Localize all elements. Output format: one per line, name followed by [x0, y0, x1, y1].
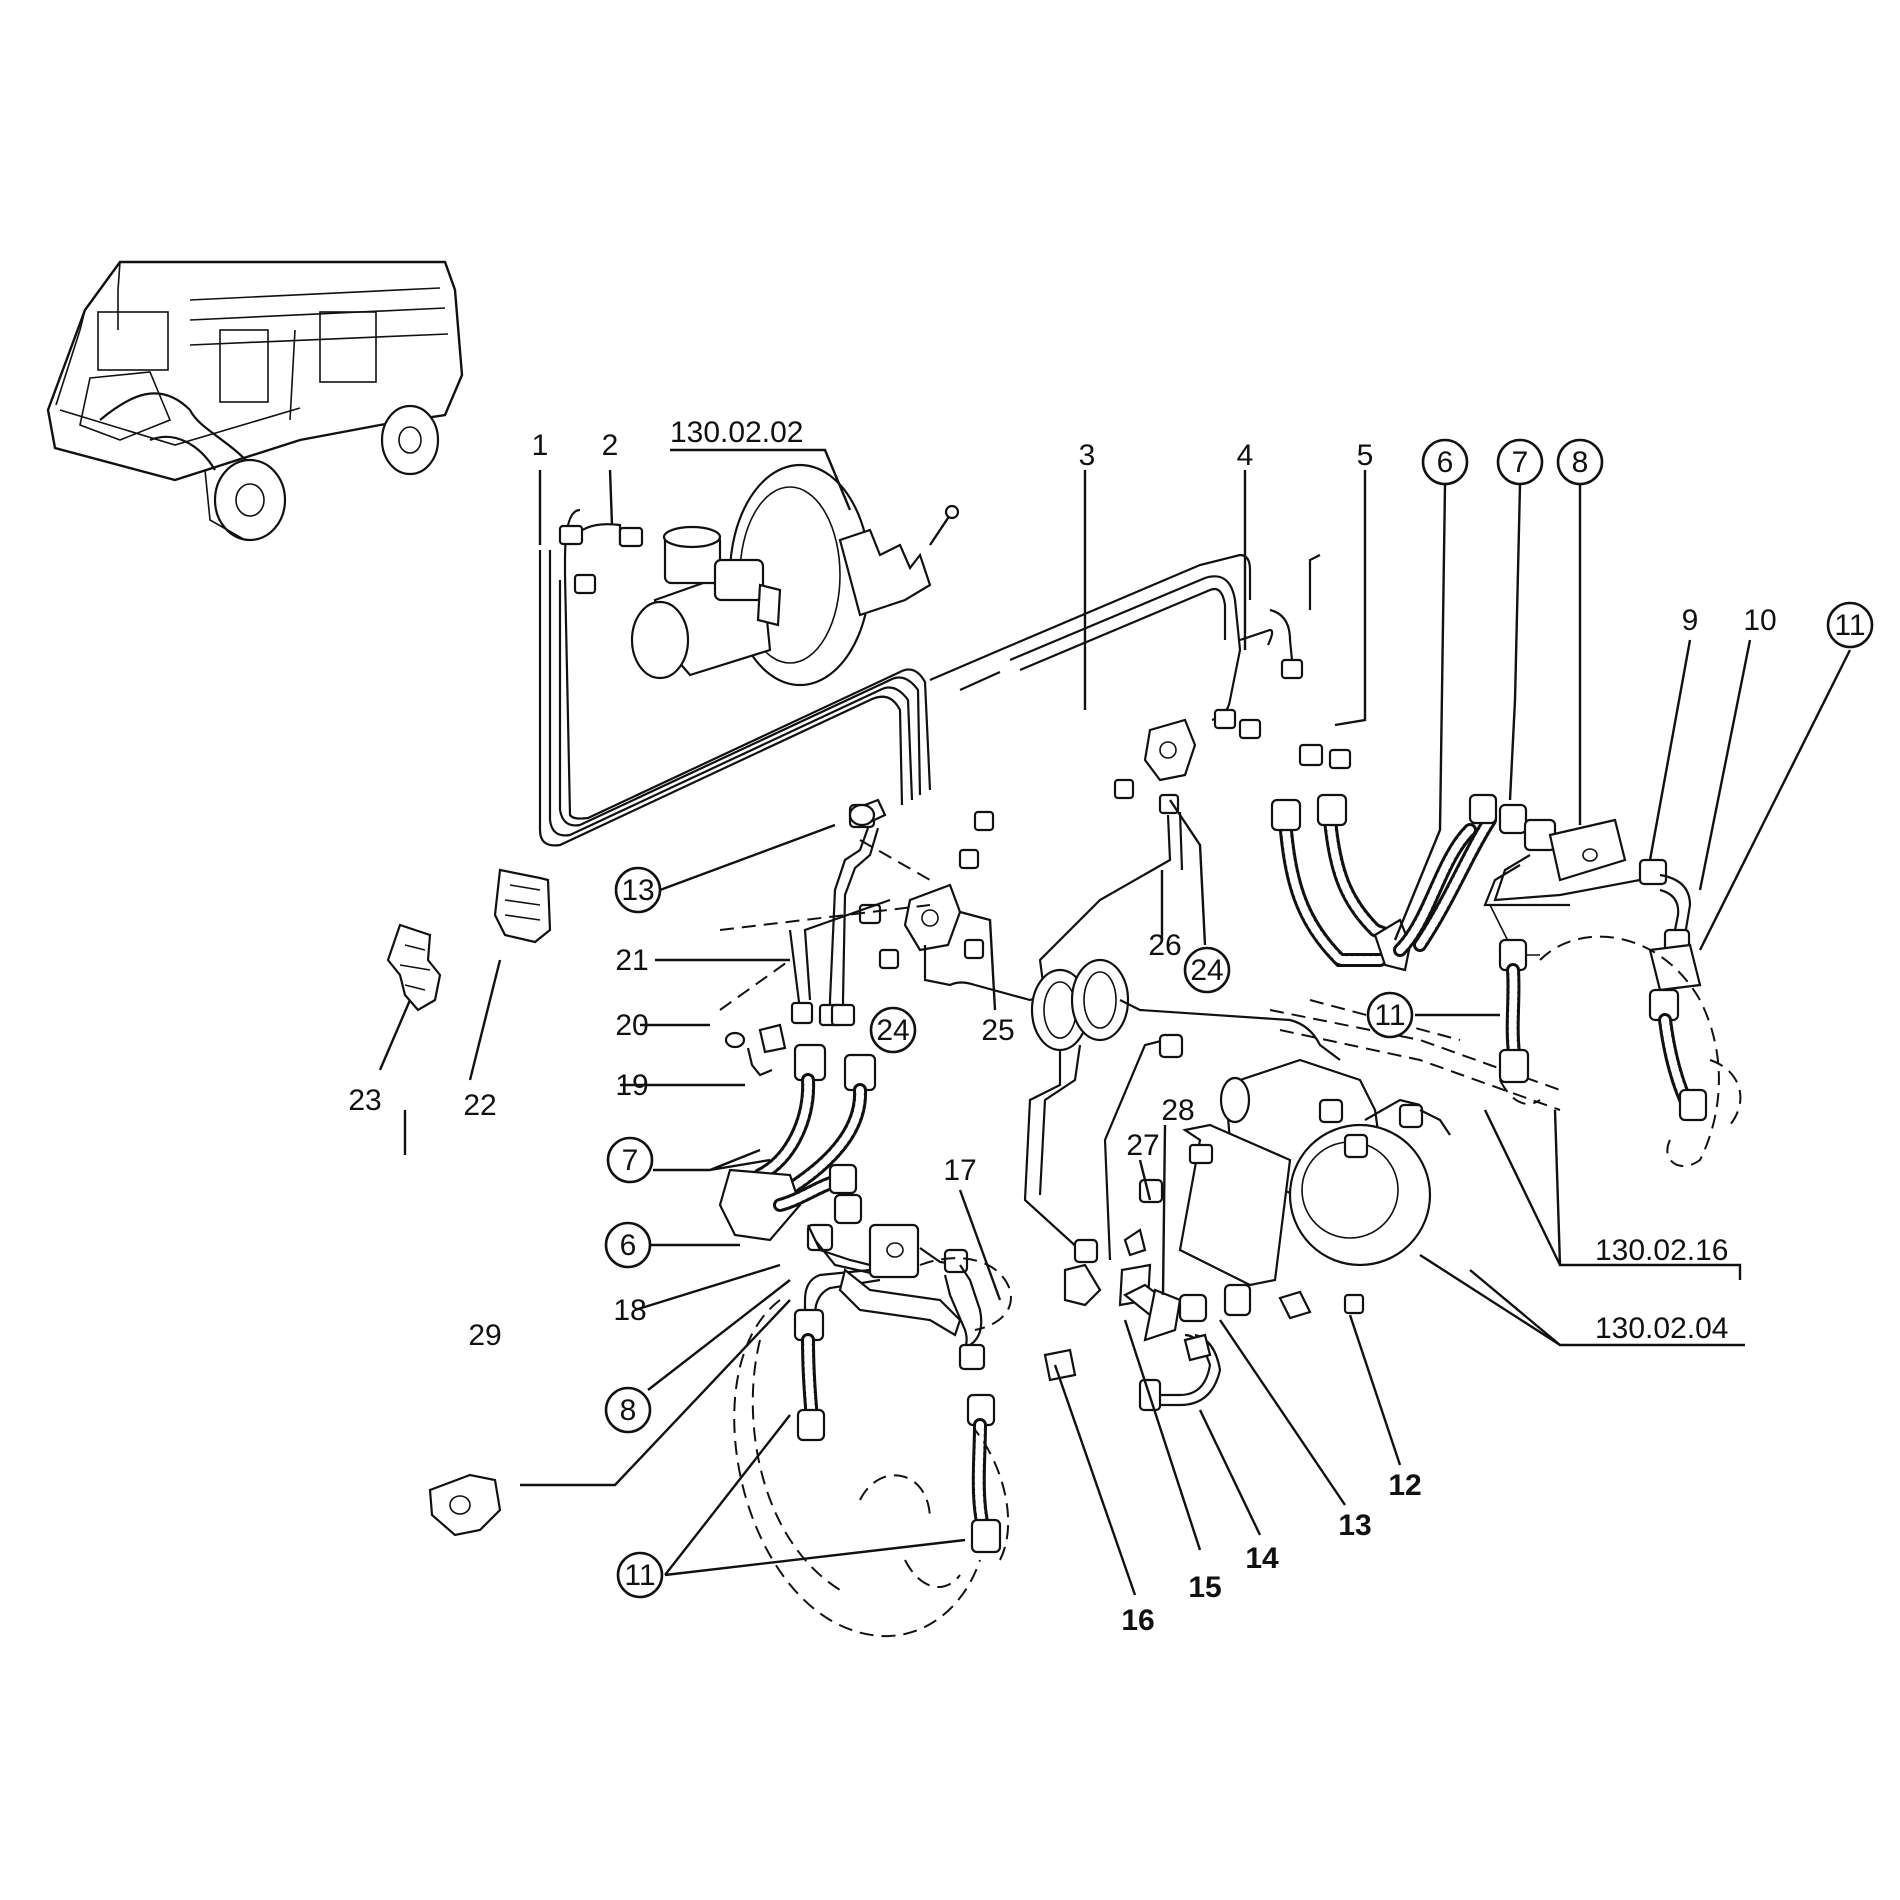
callout-6-left: 6	[620, 1229, 637, 1262]
callout-19: 19	[615, 1069, 648, 1102]
reference-rear-lines: 130.02.16	[1595, 1234, 1728, 1267]
front-left-hoses	[718, 1043, 1012, 1638]
callout-17: 17	[943, 1154, 976, 1187]
main-brake-pipes	[538, 508, 1321, 847]
callout-13-bottom: 13	[1338, 1509, 1371, 1542]
callout-8-top: 8	[1572, 446, 1589, 479]
reference-regulator: 130.02.04	[1595, 1312, 1728, 1345]
callout-26: 26	[1148, 929, 1181, 962]
callout-18: 18	[613, 1294, 646, 1327]
reference-master-cylinder: 130.02.02	[670, 416, 803, 449]
callout-14: 14	[1245, 1542, 1279, 1575]
callout-1: 1	[532, 429, 549, 462]
leader-lines	[378, 448, 1852, 1596]
callout-9: 9	[1682, 604, 1699, 637]
left-small-parts	[386, 798, 887, 1537]
callout-5: 5	[1357, 439, 1374, 472]
callout-23: 23	[348, 1084, 381, 1117]
callout-28: 28	[1161, 1094, 1194, 1127]
callout-27: 27	[1126, 1129, 1159, 1162]
callout-21: 21	[615, 944, 648, 977]
callout-4: 4	[1237, 439, 1254, 472]
callout-13-left: 13	[621, 874, 654, 907]
callout-16: 16	[1121, 1604, 1154, 1637]
callout-24-right: 24	[1190, 954, 1223, 987]
callout-29: 29	[468, 1319, 501, 1352]
callout-11-bottom: 11	[624, 1559, 655, 1592]
callout-6-top: 6	[1437, 446, 1454, 479]
pressure-regulator-assembly	[1023, 958, 1561, 1412]
vehicle-thumbnail	[46, 260, 464, 542]
callout-15: 15	[1188, 1571, 1221, 1604]
callout-22: 22	[463, 1089, 496, 1122]
callout-8-left: 8	[620, 1394, 637, 1427]
distribution-block-lower	[719, 803, 1061, 1027]
callout-labels: 1 2 3 4 5 6 7 8 9 10 11 11 11 12 13 13 1…	[348, 416, 1865, 1637]
callout-7-top: 7	[1512, 446, 1529, 479]
rear-right-hoses	[1270, 793, 1742, 1167]
callout-2: 2	[602, 429, 619, 462]
callout-10: 10	[1743, 604, 1776, 637]
callout-20: 20	[615, 1009, 648, 1042]
pipe-fittings	[558, 524, 1352, 832]
callout-11-right: 11	[1374, 999, 1405, 1032]
callout-7-left: 7	[622, 1144, 639, 1177]
callout-3: 3	[1079, 439, 1096, 472]
callout-25: 25	[981, 1014, 1014, 1047]
distribution-block-upper	[1038, 718, 1197, 1021]
callout-12: 12	[1388, 1469, 1421, 1502]
callout-11-top: 11	[1834, 609, 1865, 642]
callout-circles	[604, 438, 1874, 1599]
brake-booster-master-cylinder	[630, 463, 960, 687]
callout-24-left: 24	[876, 1014, 909, 1047]
